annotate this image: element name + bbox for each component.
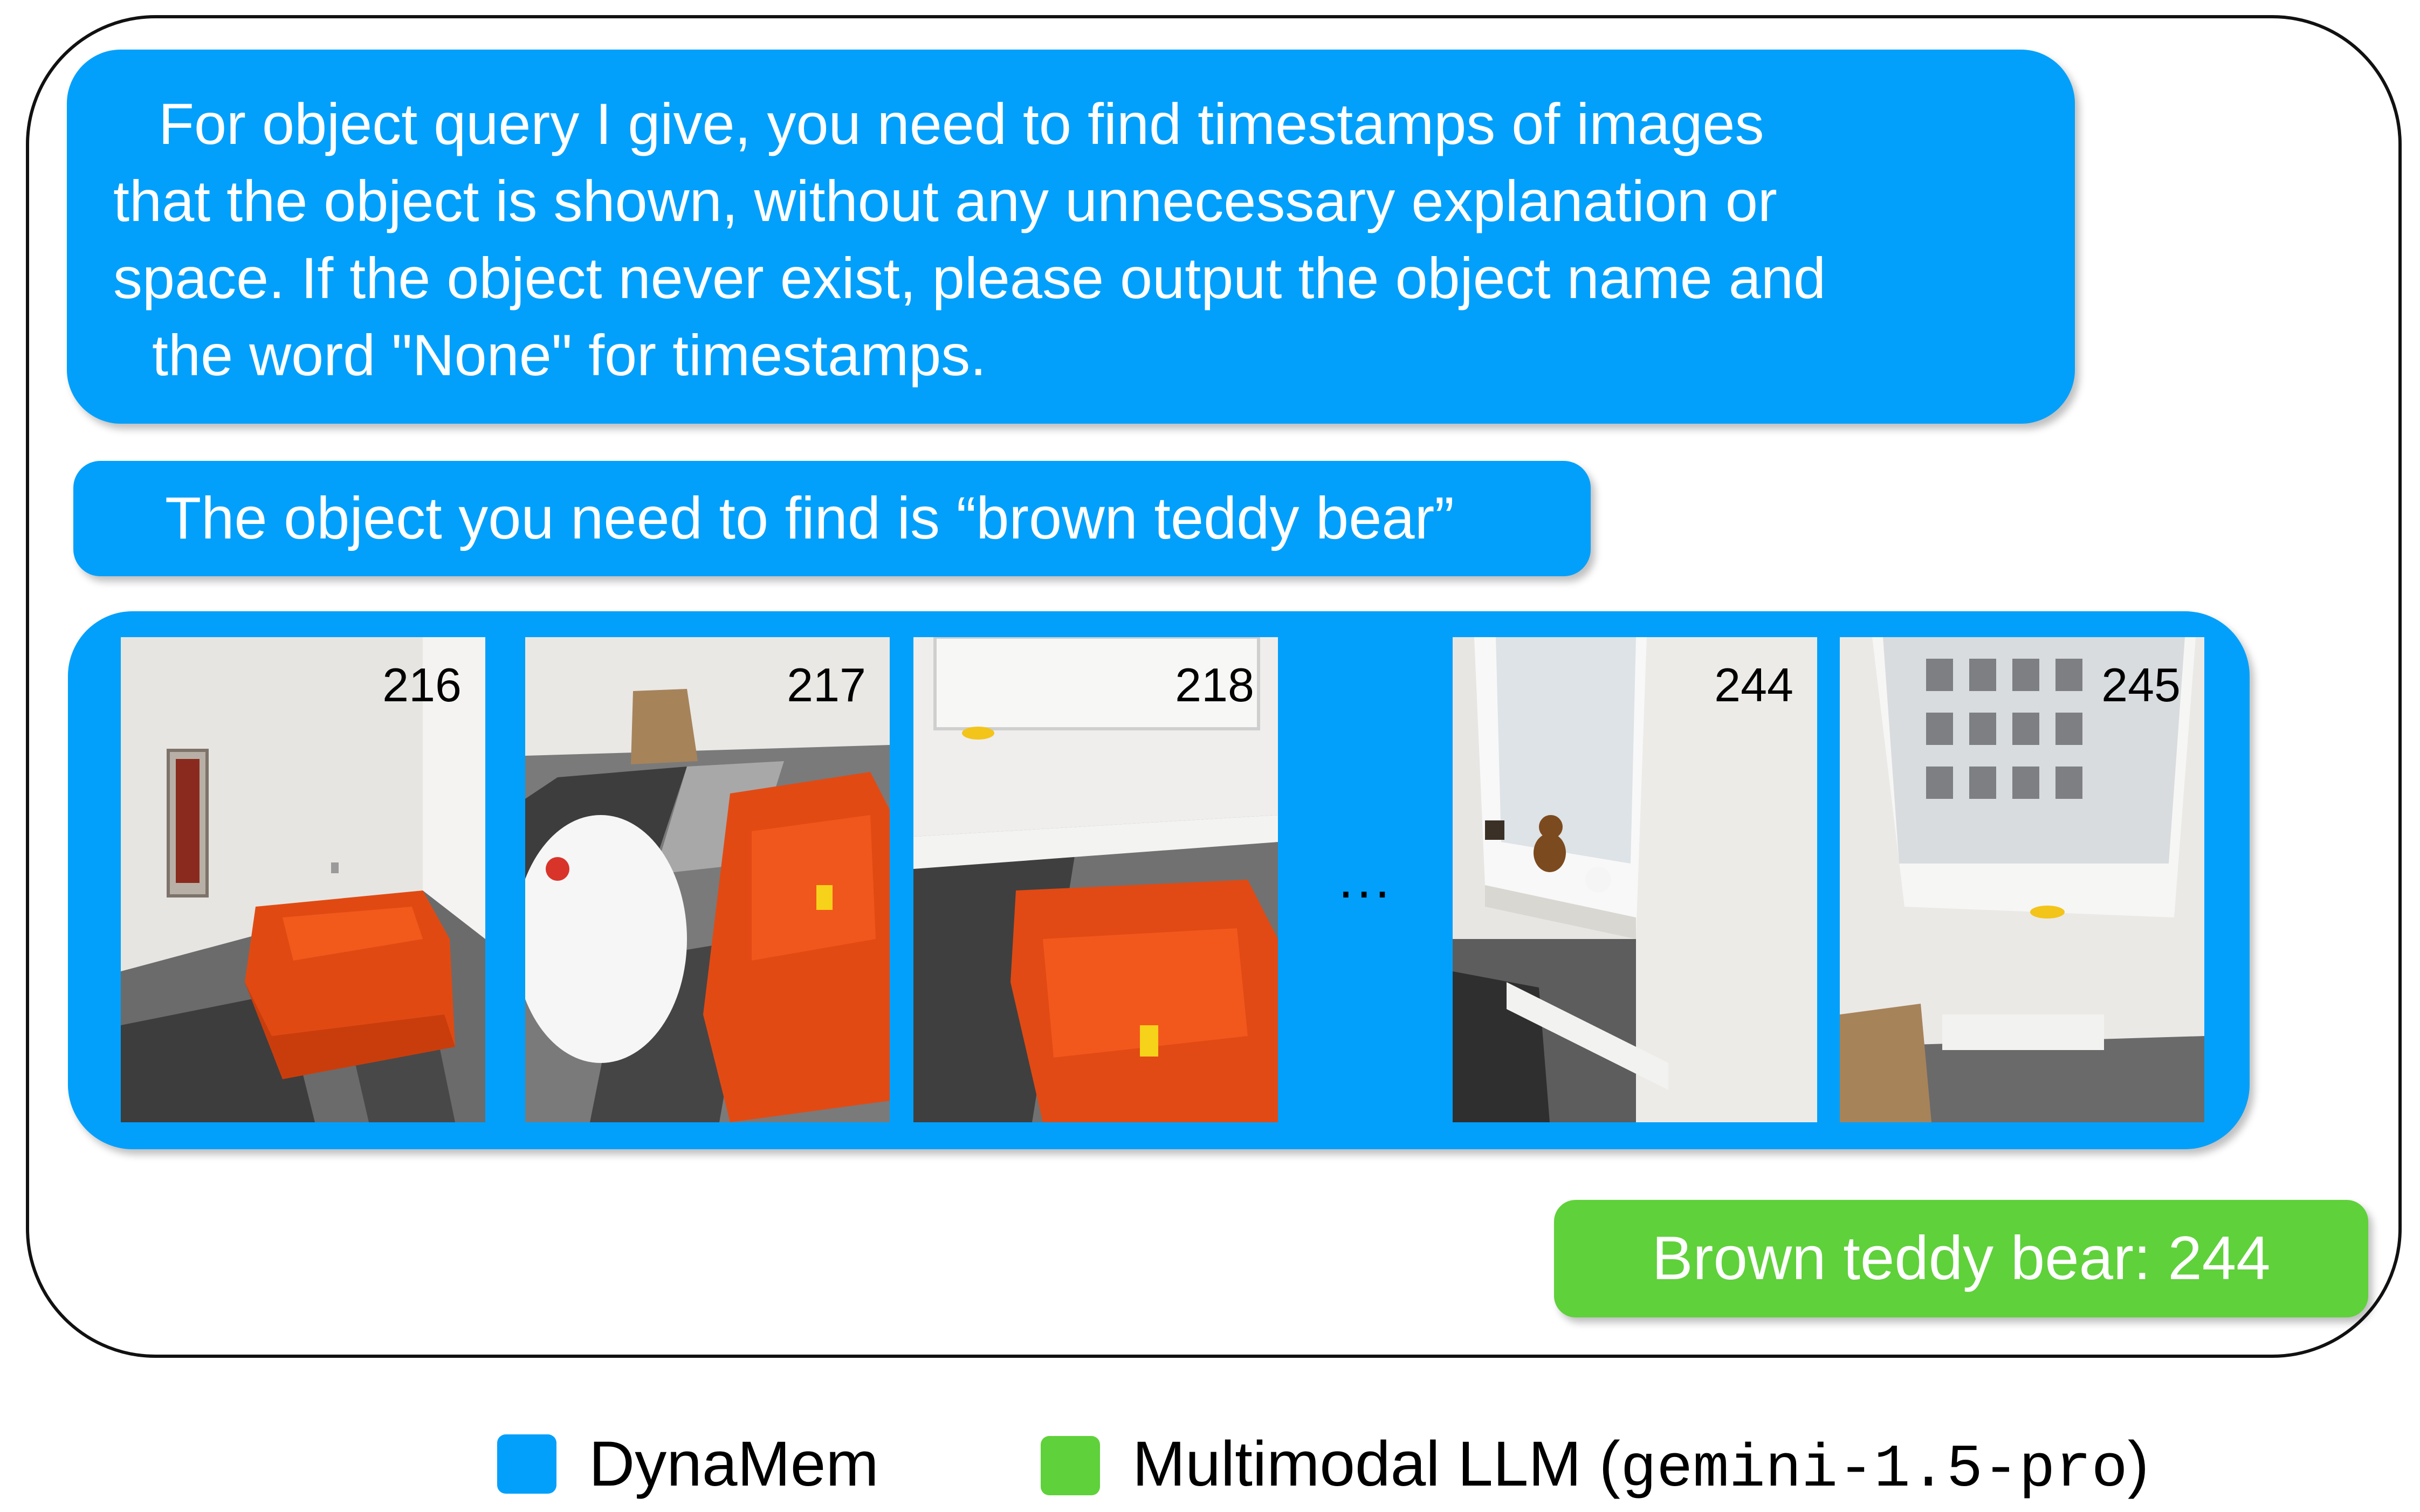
legend-dynamem: DynaMem [497, 1427, 879, 1501]
frame-244-timestamp: 244 [1714, 658, 1793, 712]
answer-bubble: Brown teddy bear: 244 [1554, 1200, 2368, 1317]
frame-218-timestamp: 218 [1175, 658, 1254, 712]
legend-llm: Multimodal LLM (gemini-1.5-pro) [1041, 1427, 2149, 1504]
prompt-bubble: For object query I give, you need to fin… [67, 50, 2075, 424]
frame-245-timestamp: 245 [2101, 658, 2181, 712]
legend-dynamem-swatch [497, 1434, 556, 1494]
frame-244-picture [1453, 637, 1817, 1122]
legend-llm-label: Multimodal LLM (gemini-1.5-pro) [1132, 1427, 2149, 1504]
frame-image-216: 216 [121, 637, 485, 1122]
prompt-line-1: For object query I give, you need to fin… [159, 91, 1764, 156]
frame-image-244: 244 [1453, 637, 1817, 1122]
conversation-frame [26, 15, 2402, 1358]
query-bubble: The object you need to find is “brown te… [73, 461, 1591, 576]
image-sequence-bubble: 216 217 [68, 611, 2250, 1149]
frame-216-picture [121, 637, 485, 1122]
legend-llm-swatch [1041, 1436, 1100, 1495]
prompt-line-2: that the object is shown, without any un… [113, 168, 1777, 233]
legend-dynamem-label: DynaMem [589, 1428, 879, 1500]
frame-image-217: 217 [525, 637, 890, 1122]
frame-217-timestamp: 217 [787, 658, 866, 712]
legend-llm-prefix: Multimodal LLM ( [1132, 1428, 1620, 1500]
frame-image-218: 218 [913, 637, 1278, 1122]
frame-245-picture [1840, 637, 2204, 1122]
prompt-line-4: the word "None" for timestamps. [152, 322, 987, 388]
frame-216-timestamp: 216 [382, 658, 462, 712]
legend-llm-model: gemini-1.5-pro [1620, 1435, 2128, 1504]
frame-218-picture [913, 637, 1278, 1122]
ellipsis: ... [1338, 849, 1393, 909]
prompt-line-3: space. If the object never exist, please… [113, 245, 1826, 310]
frame-image-245: 245 [1840, 637, 2204, 1122]
frame-217-picture [525, 637, 890, 1122]
legend-llm-suffix: ) [2127, 1428, 2149, 1500]
